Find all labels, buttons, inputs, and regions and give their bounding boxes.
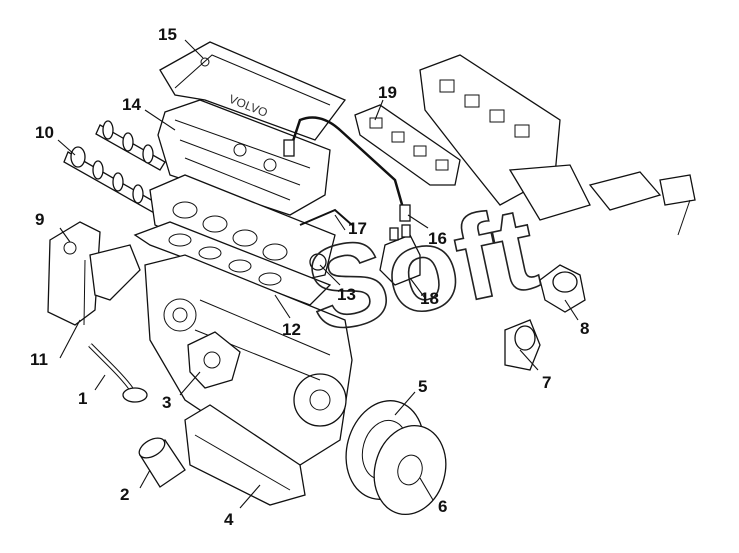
engine-block <box>144 254 353 466</box>
callout-19: 19 <box>378 83 397 102</box>
thermostat-housing <box>187 331 241 389</box>
exhaust-manifold-gasket <box>354 104 461 186</box>
callout-11: 11 <box>30 350 48 369</box>
callout-7: 7 <box>542 373 551 392</box>
callout-5: 5 <box>418 377 427 396</box>
callout-4: 4 <box>224 510 234 529</box>
callout-14: 14 <box>122 95 141 114</box>
cylinder-head <box>149 174 336 286</box>
head-gasket <box>133 221 332 306</box>
callout-1: 1 <box>78 389 87 408</box>
callout-3: 3 <box>162 393 171 412</box>
camshaft <box>63 120 166 215</box>
callout-9: 9 <box>35 210 44 229</box>
distributor <box>379 224 421 286</box>
callout-6: 6 <box>438 497 447 516</box>
callout-8: 8 <box>580 319 589 338</box>
ignition-lead <box>283 116 411 222</box>
engine-mount-upper <box>539 264 586 313</box>
callout-12: 12 <box>282 320 301 339</box>
callout-13: 13 <box>337 285 356 304</box>
callout-15: 15 <box>158 25 177 44</box>
callout-10: 10 <box>35 123 54 142</box>
oil-pickup-tube <box>88 343 148 403</box>
callout-16: 16 <box>428 229 447 248</box>
callout-18: 18 <box>420 289 439 308</box>
leader-lines <box>57 39 579 509</box>
oil-pan <box>184 404 306 506</box>
callout-17: 17 <box>348 219 367 238</box>
oil-filter <box>138 437 186 488</box>
callout-2: 2 <box>120 485 129 504</box>
spark-plug-wire <box>299 208 353 226</box>
timing-cover <box>47 221 141 326</box>
camshaft-cover <box>157 99 331 216</box>
catalytic-converter <box>508 164 696 236</box>
callout-labels: 1 2 3 4 5 6 7 8 9 10 11 12 13 14 15 16 1… <box>30 25 589 529</box>
engine-mount-lower <box>504 319 541 371</box>
